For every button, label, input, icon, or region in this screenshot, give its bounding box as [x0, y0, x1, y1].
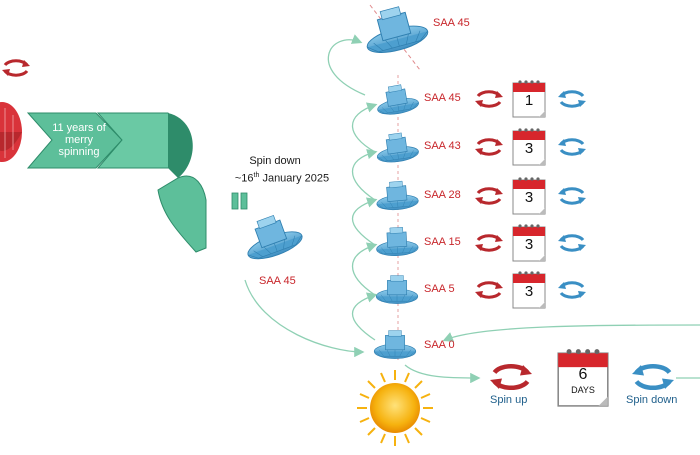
- bottom-step-label: SAA 0: [424, 339, 455, 351]
- stack-spacecraft: [373, 75, 421, 360]
- calendar-days-5: 3: [524, 283, 534, 300]
- spin-down-date-prefix: ~16: [234, 172, 254, 185]
- calendar-days-4: 3: [524, 236, 534, 253]
- calendar-days-2: 3: [524, 140, 534, 157]
- red-spin-icon: [0, 58, 32, 78]
- spin-down-date-suffix: January 2025: [259, 172, 330, 185]
- main-spacecraft-label: SAA 45: [259, 275, 296, 287]
- calendar-days-1: 1: [524, 92, 534, 109]
- spin-up-label: Spin up: [490, 394, 528, 406]
- green-banner: [26, 112, 248, 253]
- top-spacecraft-icon: [358, 0, 431, 59]
- bottom-calendar-number: 6: [578, 366, 588, 383]
- step-label-5: SAA 5: [424, 283, 455, 295]
- calendar-days-3: 3: [524, 189, 534, 206]
- spin-down-date: ~16th January 2025: [222, 169, 342, 186]
- step-label-3: SAA 28: [424, 189, 461, 201]
- step-label-4: SAA 15: [424, 236, 461, 248]
- sun-icon: [357, 370, 433, 446]
- spin-down-label: Spin down: [626, 394, 678, 406]
- years-caption: 11 years of merry spinning: [52, 122, 106, 158]
- spin-down-title: Spin down: [249, 155, 301, 167]
- step-label-2: SAA 43: [424, 140, 461, 152]
- step-label-1: SAA 45: [424, 92, 461, 104]
- bottom-calendar-unit: DAYS: [571, 385, 595, 395]
- top-spacecraft-label: SAA 45: [433, 17, 470, 29]
- main-spacecraft-icon: [237, 208, 306, 265]
- connector-arrows: [244, 34, 700, 384]
- red-spacecraft: [0, 102, 22, 162]
- bottom-row-icons: [490, 348, 700, 407]
- spin-down-date-sup: th: [253, 172, 260, 179]
